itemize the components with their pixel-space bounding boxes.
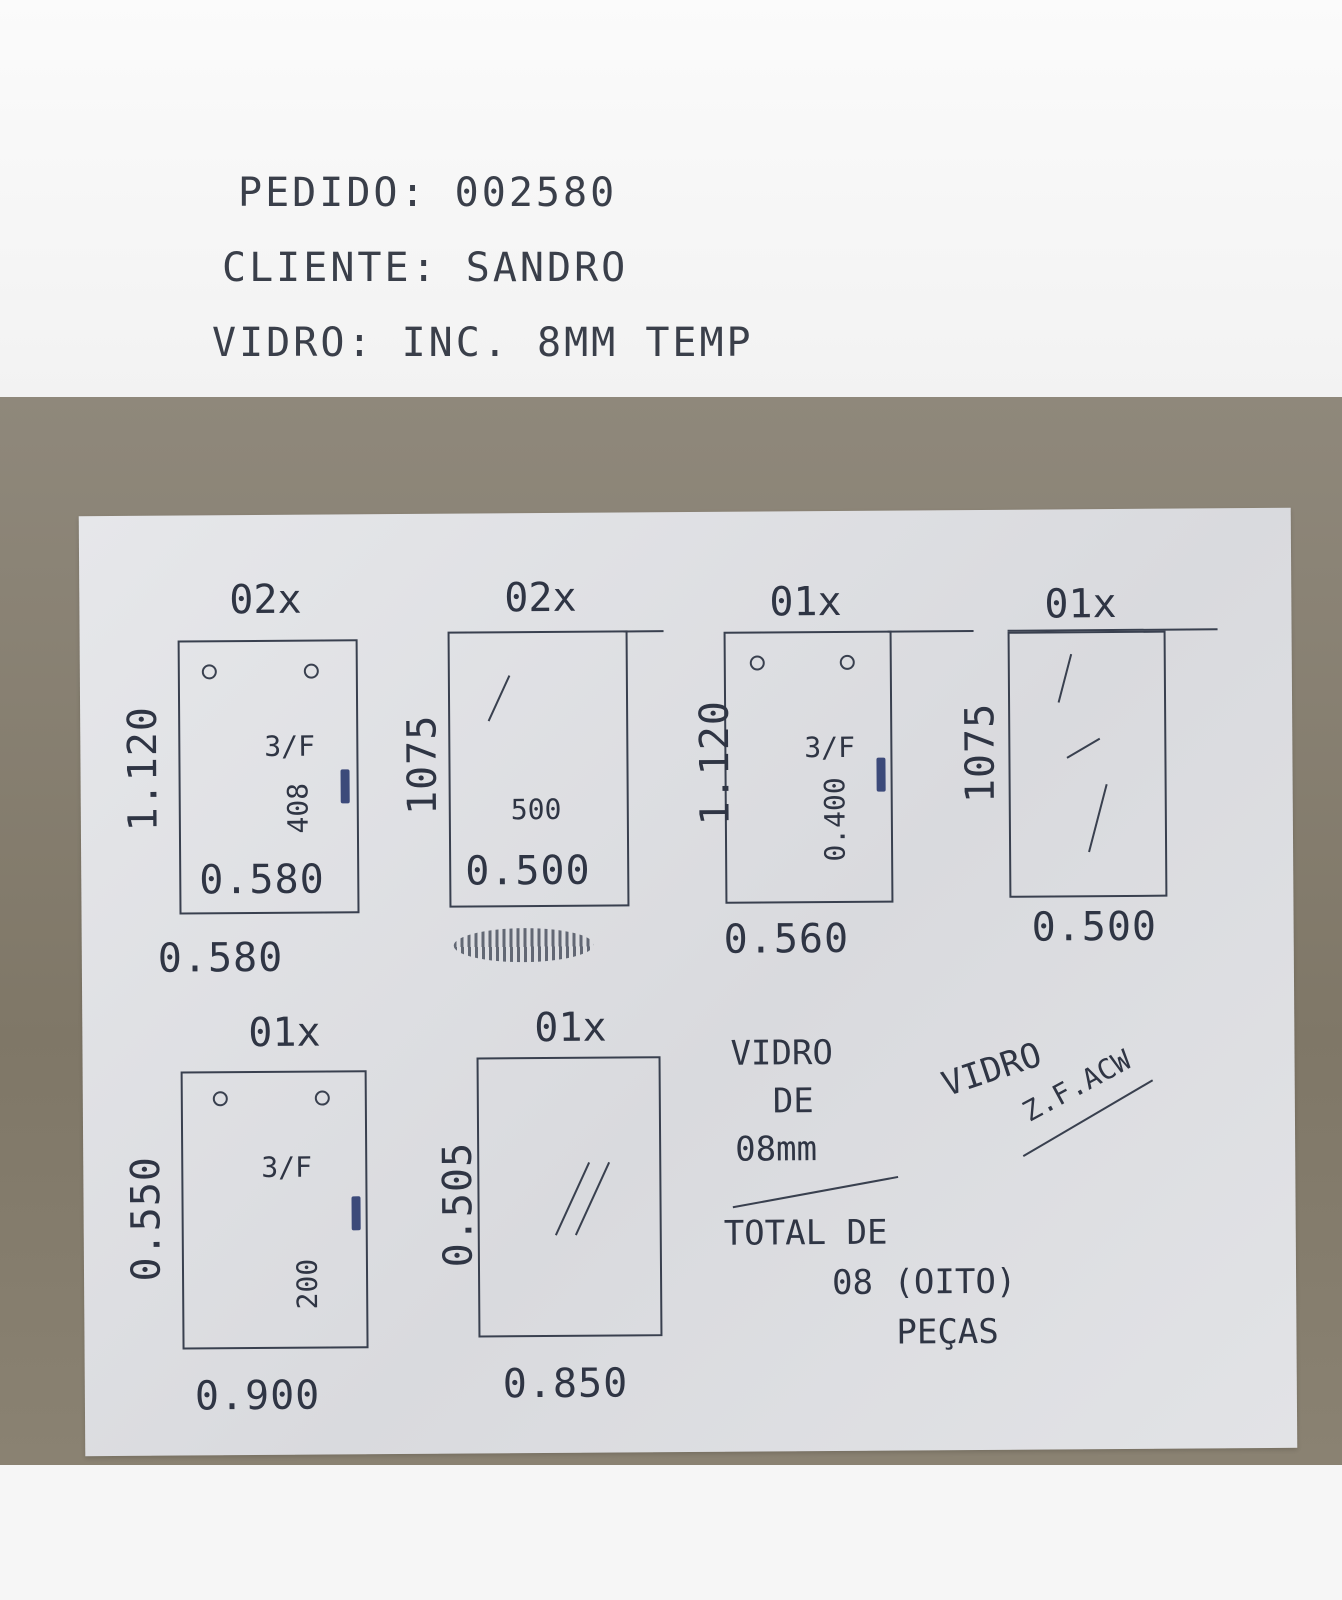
bottom-sheet [0,1465,1342,1600]
piece-2-qty: 02x [504,574,577,622]
piece-5-outline: 3/F 200 [180,1070,369,1350]
hole-icon [839,654,855,670]
stroke-mark [1088,784,1108,853]
top-sheet: PEDIDO: 002580 CLIENTE: SANDRO VIDRO: IN… [0,0,1342,405]
piece-6-width: 0.850 [502,1360,629,1408]
piece-6-outline [476,1056,663,1338]
note-total-count: 08 (OITO) [831,1261,1017,1304]
hole-icon [201,664,217,680]
piece-2-outline: 500 0.500 [447,630,630,908]
note-total: TOTAL DE [723,1212,888,1254]
piece-1-hole-offset: 408 [281,782,315,834]
piece-1-width: 0.580 [157,934,284,982]
order-number: PEDIDO: 002580 [238,170,618,216]
client-name: CLIENTE: SANDRO [222,245,629,291]
piece-6-qty: 01x [534,1004,607,1052]
piece-2-inner-width: 0.500 [465,847,591,895]
piece-3-qty: 01x [769,578,842,626]
glass-spec: VIDRO: INC. 8MM TEMP [212,320,754,366]
piece-1-inner-width: 0.580 [199,856,325,904]
piece-1-hole-spec: 3/F [264,729,316,763]
piece-5-width: 0.900 [194,1372,321,1420]
stroke-mark [554,1162,591,1236]
note-underline [732,1175,899,1209]
handwritten-note: 02x 3/F 408 0.580 1.120 0.580 02x 500 0.… [78,507,1298,1457]
piece-6-height: 0.505 [434,1141,482,1268]
piece-3-hole-spec: 3/F [804,730,856,765]
stroke-mark [1066,737,1101,759]
note-pecas: PEÇAS [896,1311,999,1353]
hole-icon [212,1091,228,1107]
piece-5-qty: 01x [248,1009,321,1057]
piece-3-top-line [887,629,974,633]
stroke-mark [1057,653,1073,703]
stroke-mark [487,675,511,722]
note-vidro: VIDRO [730,1032,833,1074]
piece-1-height: 1.120 [119,705,167,832]
piece-3-hole-offset: 0.400 [818,777,852,862]
piece-5-hole-spec: 3/F [261,1150,312,1184]
note-de: DE [772,1081,814,1122]
piece-4-outline [1007,630,1168,898]
hole-icon [749,655,765,671]
piece-4-qty: 01x [1044,580,1117,628]
note-08mm: 08mm [735,1129,818,1170]
stroke-mark [574,1161,611,1236]
piece-3-outline: 3/F 0.400 [723,630,894,904]
piece-1-outline: 3/F 408 0.580 [177,639,360,915]
piece-2-height: 1075 [399,714,446,816]
piece-3-height: 1.120 [691,699,739,826]
piece-4-width: 0.500 [1031,903,1158,951]
piece-3-width: 0.560 [723,915,850,963]
hole-icon [303,663,319,679]
clamp-icon [876,757,886,792]
piece-2-inner-mark: 500 [510,792,562,827]
piece-2-top-line [623,630,664,633]
piece-5-height: 0.550 [122,1155,170,1282]
crossed-out-width [453,927,594,963]
piece-1-qty: 02x [229,576,302,624]
hole-icon [314,1090,330,1106]
piece-5-hole-offset: 200 [290,1258,325,1310]
piece-4-height: 1075 [957,702,1004,804]
clamp-icon [340,769,350,804]
clamp-icon [351,1196,361,1231]
